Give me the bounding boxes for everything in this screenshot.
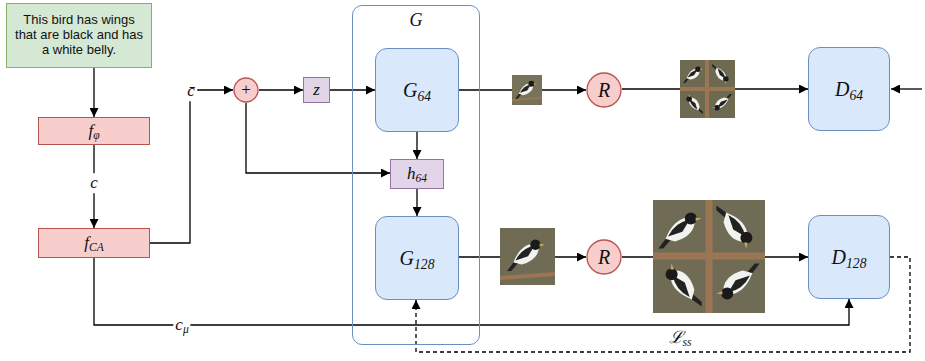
math-symbol: G128 — [400, 247, 435, 270]
generated-image-64 — [512, 75, 542, 105]
math-symbol: G — [410, 10, 423, 31]
tiled-image-64-part — [680, 87, 735, 91]
generator-group: G64 h64G128 G — [352, 5, 480, 345]
math-symbol: h64 — [407, 164, 427, 184]
generator-stage-box: G64 — [375, 48, 459, 132]
math-symbol: R — [598, 246, 610, 269]
tiled-image-128 — [653, 200, 765, 313]
text-encoder-box: fφ — [38, 117, 150, 145]
tiled-image-64 — [680, 60, 735, 118]
arrow-connector — [150, 90, 233, 243]
generated-image-64-part — [515, 81, 537, 99]
math-symbol: z — [313, 80, 320, 100]
tiled-image-128-part — [716, 205, 752, 248]
generated-image-128-part — [500, 228, 555, 285]
arrow-connector — [416, 132, 417, 159]
math-symbol: fφ — [88, 121, 99, 141]
generator-stage-box: G128 — [375, 216, 459, 300]
math-symbol: + — [241, 80, 251, 100]
math-symbol: D64 — [835, 78, 863, 101]
tiled-image-128-part — [658, 213, 701, 249]
arrow-connector — [416, 189, 417, 216]
generated-image-64-part — [512, 75, 542, 105]
arrow-connector — [93, 68, 94, 117]
arrow-connector — [622, 256, 808, 257]
caption-text: This bird has wings that are black and h… — [12, 13, 146, 58]
generated-image-128-part — [507, 239, 545, 271]
tiled-image-64-part — [712, 94, 732, 111]
signal-label: c̄ — [185, 81, 197, 101]
incoming-arrow — [891, 88, 922, 89]
tiled-image-128-part — [653, 253, 765, 260]
conditioning-augmentation-box: fCA — [38, 228, 150, 258]
arrow-connector — [246, 103, 390, 173]
tiled-image-64-part — [680, 60, 735, 118]
discriminator-box: D64 — [808, 47, 890, 131]
tiled-image-128-part — [653, 200, 765, 313]
arrow-connector — [259, 89, 303, 90]
noise-vector-box: z — [303, 77, 330, 103]
hidden-feature-box: h64 — [390, 159, 444, 189]
tiled-image-64-part — [686, 94, 703, 114]
text-description-box: This bird has wings that are black and h… — [6, 3, 152, 68]
rotation-operator: R — [586, 72, 622, 108]
discriminator-box: D128 — [808, 215, 890, 299]
signal-label: ℒss — [667, 328, 694, 348]
tiled-image-128-part — [716, 263, 759, 299]
tiled-image-128-part — [666, 263, 702, 306]
signal-label: cμ — [173, 315, 190, 335]
signal-label: c — [88, 173, 100, 193]
rotation-operator: R — [586, 239, 622, 275]
generated-image-128 — [500, 228, 555, 285]
tiled-image-64-part — [683, 66, 703, 83]
generated-image-128-part — [500, 274, 555, 278]
arrow-connector — [622, 88, 808, 89]
concat-operator: + — [233, 77, 259, 103]
math-symbol: D128 — [832, 246, 867, 269]
math-symbol: R — [598, 79, 610, 102]
tiled-image-64-part — [712, 64, 729, 84]
math-symbol: G64 — [403, 79, 431, 102]
math-symbol: fCA — [84, 233, 104, 253]
